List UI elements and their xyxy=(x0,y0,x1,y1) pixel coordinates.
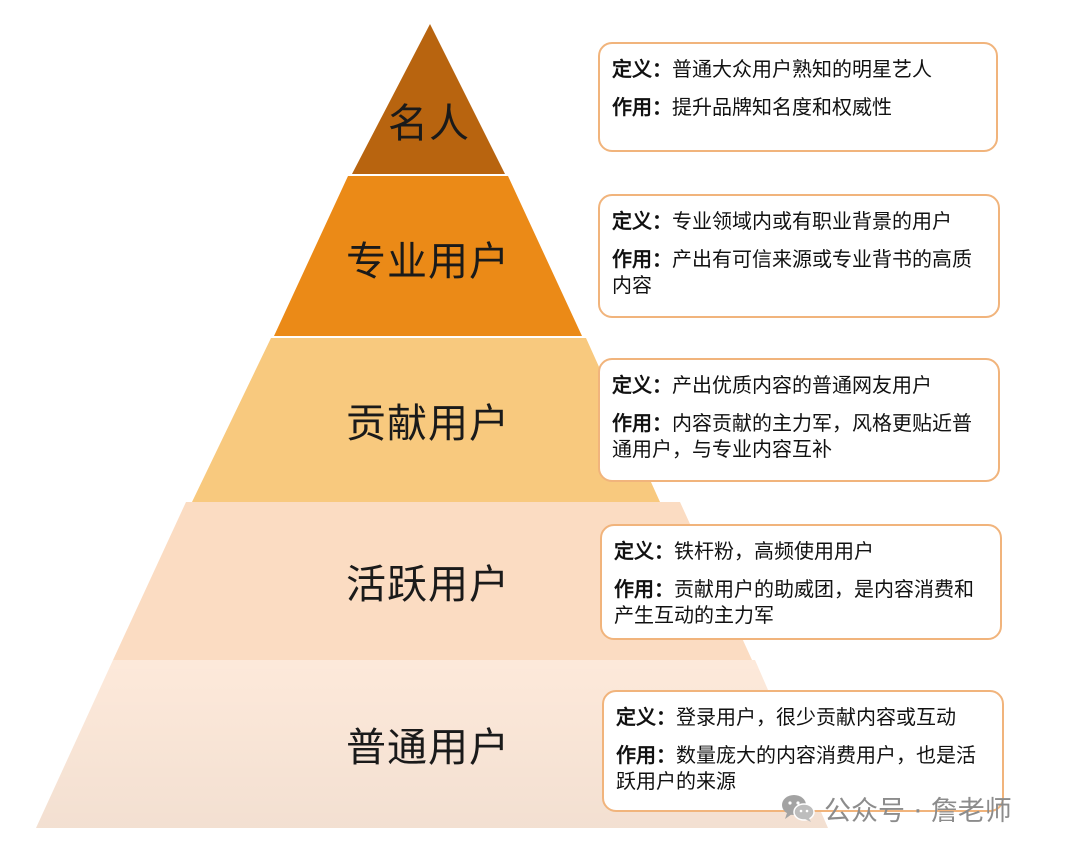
role-line: 作用：内容贡献的主力军，风格更贴近普通用户，与专业内容互补 xyxy=(612,410,988,462)
tier-3-label: 贡献用户 xyxy=(346,401,510,447)
role-line: 作用：数量庞大的内容消费用户，也是活跃用户的来源 xyxy=(616,742,992,794)
role-line: 作用：提升品牌知名度和权威性 xyxy=(612,94,986,120)
role-text: 提升品牌知名度和权威性 xyxy=(672,95,892,119)
definition-text: 专业领域内或有职业背景的用户 xyxy=(672,209,952,233)
definition-label: 定义： xyxy=(614,539,674,563)
definition-label: 定义： xyxy=(612,57,672,81)
role-label: 作用： xyxy=(612,95,672,119)
role-label: 作用： xyxy=(614,577,674,601)
tier-2-label: 专业用户 xyxy=(346,239,510,285)
role-text: 产出有可信来源或专业背书的高质内容 xyxy=(612,247,972,297)
watermark-text: 公众号 · 詹老师 xyxy=(824,795,1012,827)
tier-4-label: 活跃用户 xyxy=(346,562,510,608)
role-text: 数量庞大的内容消费用户，也是活跃用户的来源 xyxy=(616,743,976,793)
definition-label: 定义： xyxy=(612,209,672,233)
role-line: 作用：贡献用户的助威团，是内容消费和产生互动的主力军 xyxy=(614,576,990,628)
role-label: 作用： xyxy=(612,247,672,271)
definition-text: 铁杆粉，高频使用用户 xyxy=(674,539,874,563)
role-label: 作用： xyxy=(616,743,676,767)
definition-label: 定义： xyxy=(616,705,676,729)
definition-line: 定义：登录用户，很少贡献内容或互动 xyxy=(616,704,992,730)
tier-1-shape xyxy=(352,24,505,174)
tier-2-info-box: 定义：专业领域内或有职业背景的用户 作用：产出有可信来源或专业背书的高质内容 xyxy=(598,194,1000,318)
wechat-icon xyxy=(782,795,815,822)
tier-4-shape xyxy=(113,502,752,660)
definition-line: 定义：铁杆粉，高频使用用户 xyxy=(614,538,990,564)
definition-text: 产出优质内容的普通网友用户 xyxy=(672,373,932,397)
tier-4-info-box: 定义：铁杆粉，高频使用用户 作用：贡献用户的助威团，是内容消费和产生互动的主力军 xyxy=(600,524,1002,640)
tier-3-shape xyxy=(192,338,660,502)
tier-1-label: 名人 xyxy=(388,101,470,147)
definition-label: 定义： xyxy=(612,373,672,397)
tier-1-info-box: 定义：普通大众用户熟知的明星艺人 作用：提升品牌知名度和权威性 xyxy=(598,42,998,152)
definition-line: 定义：普通大众用户熟知的明星艺人 xyxy=(612,56,986,82)
tier-5-info-box: 定义：登录用户，很少贡献内容或互动 作用：数量庞大的内容消费用户，也是活跃用户的… xyxy=(602,690,1004,812)
role-line: 作用：产出有可信来源或专业背书的高质内容 xyxy=(612,246,988,298)
role-label: 作用： xyxy=(612,411,672,435)
role-text: 内容贡献的主力军，风格更贴近普通用户，与专业内容互补 xyxy=(612,411,972,461)
tier-5-label: 普通用户 xyxy=(346,725,510,771)
definition-line: 定义：专业领域内或有职业背景的用户 xyxy=(612,208,988,234)
definition-text: 登录用户，很少贡献内容或互动 xyxy=(676,705,956,729)
tier-3-info-box: 定义：产出优质内容的普通网友用户 作用：内容贡献的主力军，风格更贴近普通用户，与… xyxy=(598,358,1000,482)
role-text: 贡献用户的助威团，是内容消费和产生互动的主力军 xyxy=(614,577,974,627)
watermark: 公众号 · 詹老师 xyxy=(780,788,1012,828)
definition-line: 定义：产出优质内容的普通网友用户 xyxy=(612,372,988,398)
definition-text: 普通大众用户熟知的明星艺人 xyxy=(672,57,932,81)
tier-2-shape xyxy=(274,176,582,336)
